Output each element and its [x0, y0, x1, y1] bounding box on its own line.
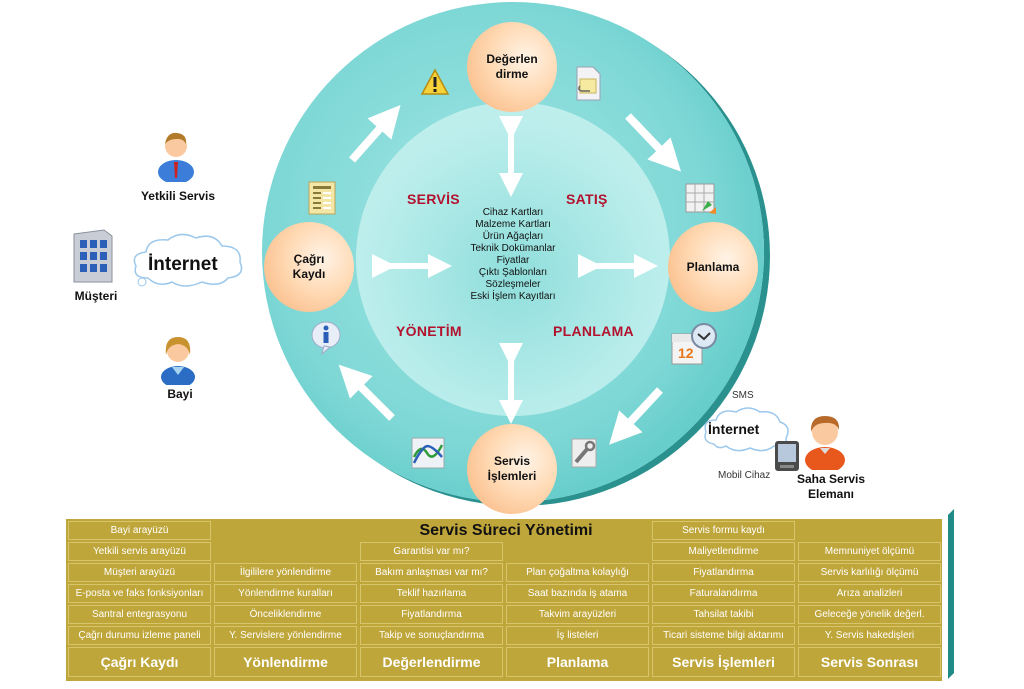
column-header: Çağrı Kaydı [68, 647, 211, 677]
table-cell: Fiyatlandırma [652, 563, 795, 582]
core-item: Ürün Ağaçları [482, 231, 544, 242]
table-3d-edge [948, 509, 954, 679]
table-cell: Servis karlılığı ölçümü [798, 563, 941, 582]
quadrant-yonetim: YÖNETİM [396, 323, 462, 339]
table-cell: Takvim arayüzleri [506, 605, 649, 624]
table-cell: Geleceğe yönelik değerl. [798, 605, 941, 624]
table-cell: E-posta ve faks fonksiyonları [68, 584, 211, 603]
tools-icon [571, 438, 597, 468]
cycle-arrow-top-to-right [625, 113, 682, 172]
quadrant-servis: SERVİS [407, 191, 460, 207]
form-icon [308, 181, 336, 215]
core-item: Malzeme Kartları [475, 219, 551, 230]
table-cell: Saat bazında iş atama [506, 584, 649, 603]
table-cell: Takip ve sonuçlandırma [360, 626, 503, 645]
customer-label: Müşteri [74, 289, 118, 303]
warning-icon [420, 68, 450, 95]
mobile-device-label: Mobil Cihaz [718, 470, 771, 481]
dealer-label: Bayi [167, 387, 193, 401]
sms-label: SMS [732, 390, 754, 401]
column-header: Planlama [506, 647, 649, 677]
internet-cloud-icon-right [704, 407, 789, 452]
table-cell: Garantisi var mı? [360, 542, 503, 561]
calendar-clock-icon: 12 [671, 323, 717, 365]
internet-cloud-icon [133, 233, 243, 287]
table-cell: Önceliklendirme [214, 605, 357, 624]
node-planlama: Planlama [668, 222, 758, 312]
cycle-arrow-right-to-bottom [609, 387, 663, 445]
table-cell: Teklif hazırlama [360, 584, 503, 603]
customer-building-icon [73, 229, 113, 283]
table-cell: Ticari sisteme bilgi aktarımı [652, 626, 795, 645]
cycle-arrow-bottom-to-left [338, 364, 395, 421]
quadrant-planlama: PLANLAMA [553, 323, 634, 339]
table-cell: Maliyetlendirme [652, 542, 795, 561]
core-item: Çıktı Şablonları [478, 267, 548, 278]
cycle-arrow-left-to-top [349, 105, 401, 163]
table-cell: Bayi arayüzü [68, 521, 211, 540]
table-cell: Santral entegrasyonu [68, 605, 211, 624]
column-header: Değerlendirme [360, 647, 503, 677]
table-title: Servis Süreci Yönetimi [419, 522, 593, 539]
table-cell: Yetkili servis arayüzü [68, 542, 211, 561]
table-cell: Y. Servislere yönlendirme [214, 626, 357, 645]
core-item: Eski İşlem Kayıtları [470, 291, 556, 302]
table-cell: Tahsilat takibi [652, 605, 795, 624]
table-cell: Faturalandırma [652, 584, 795, 603]
core-item: Cihaz Kartları [482, 207, 544, 218]
table-cell: Plan çoğaltma kolaylığı [506, 563, 649, 582]
node-degerlendirme: Değerlen dirme [467, 22, 557, 112]
table-cell: Arıza analizleri [798, 584, 941, 603]
authorized-service-person-icon [158, 132, 194, 182]
info-icon [311, 321, 341, 356]
node-cagri-kaydi: Çağrı Kaydı [264, 222, 354, 312]
internet-label-left: İnternet [148, 254, 218, 275]
column-header: Yönlendirme [214, 647, 357, 677]
table-cell: Fiyatlandırma [360, 605, 503, 624]
field-staff-person-icon [805, 416, 845, 470]
table-cell: Servis formu kaydı [652, 521, 795, 540]
spreadsheet-icon [685, 183, 716, 214]
quadrant-satis: SATIŞ [566, 191, 608, 207]
column-header: Servis İşlemleri [652, 647, 795, 677]
document-attachment-icon [576, 66, 601, 101]
column-header: Servis Sonrası [798, 647, 941, 677]
table-cell: İlgililere yönlendirme [214, 563, 357, 582]
core-item: Sözleşmeler [485, 279, 541, 290]
core-item: Teknik Dokümanlar [470, 243, 556, 254]
svg-text:12: 12 [678, 345, 694, 361]
internet-label-right: İnternet [708, 421, 760, 437]
table-cell: Memnuniyet ölçümü [798, 542, 941, 561]
table-cell: Çağrı durumu izleme paneli [68, 626, 211, 645]
arrows-layer [338, 105, 682, 445]
node-servis-islemleri: Servis İşlemleri [467, 424, 557, 514]
mobile-device-icon [775, 441, 799, 471]
authorized-service-label: Yetkili Servis [140, 189, 216, 203]
core-item: Fiyatlar [496, 255, 530, 266]
field-staff-label: Saha Servis Elemanı [796, 472, 866, 501]
table-cell: Yönlendirme kuralları [214, 584, 357, 603]
table-cell: Müşteri arayüzü [68, 563, 211, 582]
dealer-person-icon [161, 337, 195, 385]
table-cell: Bakım anlaşması var mı? [360, 563, 503, 582]
core-data-list: Cihaz Kartları Malzeme Kartları Ürün Ağa… [440, 207, 586, 303]
table-cell: Y. Servis hakedişleri [798, 626, 941, 645]
chart-icon [411, 437, 445, 469]
table-cell: İş listeleri [506, 626, 649, 645]
